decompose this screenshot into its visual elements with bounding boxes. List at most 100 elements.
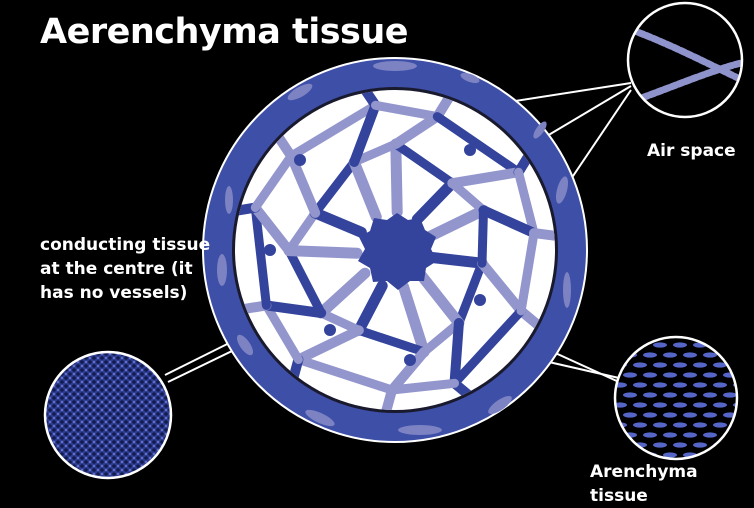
cell-wall-segment — [371, 100, 442, 122]
tissue-cell — [703, 352, 717, 358]
cell-wall-segment — [315, 267, 371, 319]
tissue-cell — [623, 412, 637, 418]
cell-wall-segment — [516, 228, 539, 316]
tissue-cell — [643, 432, 657, 438]
cell-wall-segment — [387, 346, 430, 395]
air-space-zoom — [626, 1, 744, 119]
cell-wall-segment — [353, 280, 388, 336]
tissue-cell — [653, 402, 667, 408]
cell-wall-segment — [284, 208, 320, 256]
tissue-cell — [743, 432, 754, 437]
tissue-cell — [723, 372, 737, 378]
cell-wall-segment — [316, 308, 364, 335]
tissue-cell — [615, 442, 627, 448]
cell-wall-segment — [309, 207, 367, 238]
tissue-cell — [723, 352, 737, 358]
cell-wall-segment — [250, 202, 294, 256]
tissue-cell — [703, 432, 717, 438]
cell-wall-segment — [293, 325, 364, 365]
tissue-cell — [643, 392, 657, 398]
tissue-cell — [663, 412, 677, 418]
central-conducting-tissue — [358, 213, 437, 290]
cell-wall-segment — [354, 325, 429, 357]
tissue-cell — [733, 362, 737, 368]
cell-wall-segment — [377, 385, 397, 410]
air-space-label: Air space — [647, 141, 736, 161]
cell-wall-segment — [310, 157, 359, 218]
cell-wall-segment — [416, 271, 465, 329]
tissue-cell — [633, 362, 647, 368]
tissue-cell — [653, 342, 667, 348]
cell-wall-segment — [454, 258, 487, 328]
tissue-cell — [673, 442, 687, 448]
stem-cross-section — [202, 57, 588, 443]
conducting-tissue-label: conducting tissue at the centre (it has … — [40, 235, 211, 303]
tissue-cell — [633, 402, 647, 408]
cell-wall-segment — [426, 252, 488, 269]
cell-wall-segment — [478, 205, 539, 239]
tissue-cell — [623, 372, 637, 378]
diagram-title: Aerenchyma tissue — [40, 12, 409, 52]
tissue-cell — [673, 342, 687, 348]
tissue-cell — [673, 422, 687, 428]
tissue-cell — [663, 432, 677, 438]
cell-wall-segment — [283, 245, 363, 259]
tissue-cell — [623, 452, 637, 458]
tissue-cell — [623, 392, 637, 398]
ring-patches — [217, 61, 571, 435]
cell-wall-segment — [261, 300, 327, 318]
tissue-cell — [653, 382, 667, 388]
cell-wall-segment — [432, 112, 523, 177]
tissue-cell — [673, 382, 687, 388]
tissue-cell — [633, 422, 647, 428]
conducting-tissue-zoom — [43, 350, 173, 480]
tissue-cell — [743, 452, 754, 457]
cell-wall-segment — [261, 300, 303, 364]
tissue-cell — [683, 392, 697, 398]
cell-wall-segment — [293, 355, 397, 395]
tissue-cell — [663, 352, 677, 358]
tissue-cell — [693, 382, 707, 388]
tissue-cell — [743, 352, 754, 357]
cell-wall-segment — [390, 138, 403, 218]
tissue-cell — [743, 392, 754, 397]
cell-wall-segment — [284, 246, 326, 318]
tissue-cell — [643, 412, 657, 418]
tissue-cell — [743, 372, 754, 377]
cell-wall-segment — [286, 151, 321, 218]
tissue-cell — [683, 412, 697, 418]
cell-wall-segment — [477, 205, 488, 268]
tissue-cell — [693, 362, 707, 368]
cell-wall-junction — [264, 244, 276, 256]
tissue-cell — [733, 342, 737, 348]
tissue-cell — [643, 372, 657, 378]
tissue-cell — [633, 382, 647, 388]
tissue-cell — [743, 412, 754, 417]
cell-wall-junction — [474, 294, 486, 306]
cell-wall-junction — [324, 324, 336, 336]
cell-wall-segment — [411, 177, 458, 225]
cell-wall-segment — [348, 156, 382, 223]
cell-wall-segment — [424, 204, 489, 242]
cell-wall-segment — [450, 306, 526, 388]
tissue-cell — [663, 452, 677, 458]
tissue-cell — [653, 422, 667, 428]
tissue-cell — [693, 402, 707, 408]
tissue-cell — [643, 352, 657, 358]
cell-wall-segment — [514, 167, 539, 238]
tissue-cell — [713, 342, 727, 348]
tissue-cell — [673, 402, 687, 408]
tissue-cell — [663, 392, 677, 398]
arenchyma-zoom — [613, 335, 754, 461]
tissue-cell — [703, 372, 717, 378]
cell-wall-segment — [387, 378, 459, 395]
tissue-cell — [723, 392, 737, 398]
tissue-cell — [703, 392, 717, 398]
cell-wall-junction — [294, 154, 306, 166]
tissue-cell — [653, 442, 667, 448]
cell-wall-segment — [447, 167, 524, 189]
tissue-cell — [653, 362, 667, 368]
tissue-cell — [733, 422, 737, 428]
tissue-cell — [703, 452, 717, 458]
